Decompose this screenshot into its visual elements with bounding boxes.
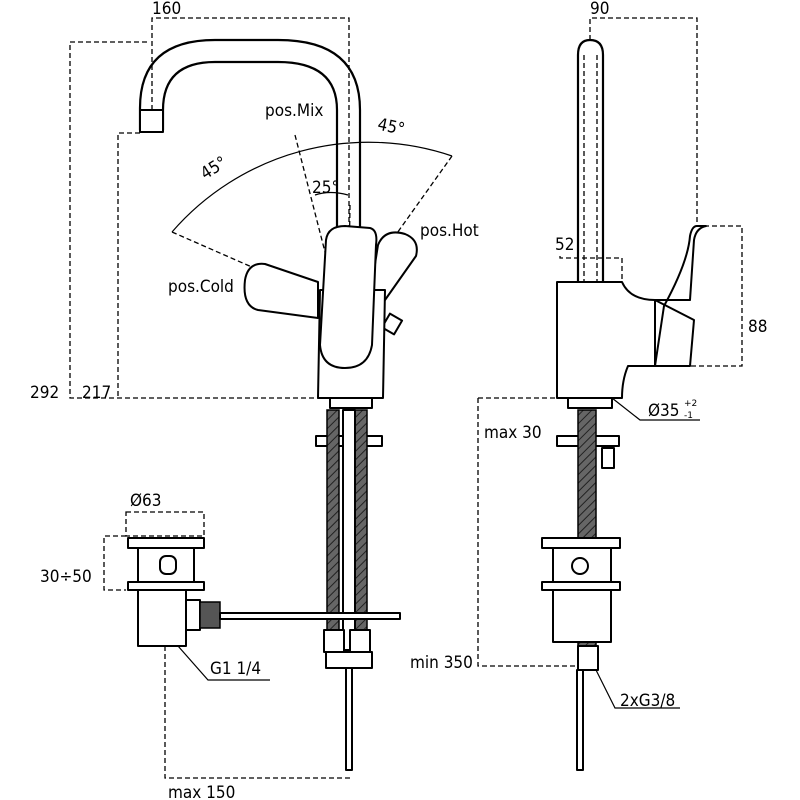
- lever-side: [654, 225, 707, 367]
- dim-label-88: 88: [748, 317, 767, 337]
- tilt-arc: [314, 191, 349, 196]
- hose-nut: [325, 651, 373, 669]
- hose-connector-side: [577, 645, 599, 671]
- front-view: 160 292 217 pos.Mix pos.Hot pos.Cold 45°…: [30, 0, 479, 800]
- rod-nut: [199, 601, 221, 629]
- pop-up-rod: [345, 667, 353, 771]
- lever-hot-position: [369, 231, 418, 301]
- mixer-body-side: [556, 281, 656, 399]
- leader-g38: [595, 669, 680, 709]
- base-plate-side: [567, 397, 613, 409]
- pop-up-rod-side: [576, 669, 584, 771]
- base-plate: [329, 397, 373, 409]
- lever-cold-position: [243, 262, 319, 319]
- angle-label-right: 45°: [376, 115, 407, 140]
- dim-label-max150: max 150: [168, 783, 235, 800]
- waste-tail: [137, 589, 187, 647]
- spout-channel: [583, 55, 598, 282]
- waste-plug: [159, 555, 177, 575]
- dim-line-90: [589, 17, 698, 225]
- dim-label-52: 52: [555, 235, 574, 255]
- dim-label-d35-lower: -1: [684, 411, 693, 421]
- dim-label-g38: 2xG3/8: [620, 691, 675, 711]
- hot-stop: [380, 312, 404, 336]
- rod-guide: [185, 599, 201, 631]
- dim-line-52: [559, 256, 623, 282]
- dim-label-292: 292: [30, 383, 59, 403]
- aerator: [139, 109, 164, 133]
- waste-tail-side: [552, 589, 612, 643]
- waste-plug-side: [571, 557, 589, 575]
- dim-line-217: [117, 132, 140, 398]
- waste-cap: [127, 537, 205, 549]
- dim-box-63: [125, 511, 205, 537]
- lift-rod: [219, 612, 401, 620]
- dim-label-30-50: 30÷50: [40, 567, 92, 587]
- hose-connector-left: [323, 629, 345, 653]
- waste-flange: [127, 581, 205, 591]
- mixer-lever: [319, 225, 378, 369]
- leader-g114: [177, 645, 270, 681]
- fixing-nut-side: [601, 447, 615, 469]
- waste-flange-side: [541, 581, 621, 591]
- dim-label-g114: G1 1/4: [210, 659, 261, 679]
- label-pos-mix: pos.Mix: [265, 101, 323, 121]
- hose-connector-right: [349, 629, 371, 653]
- dim-label-d35: Ø35: [648, 401, 680, 421]
- spout: [138, 38, 362, 232]
- angle-label-left: 45°: [197, 153, 231, 184]
- spout-side: [576, 38, 605, 284]
- dim-line-waste-range: [103, 535, 126, 591]
- hose-left: [326, 409, 340, 631]
- dim-label-63: Ø63: [130, 491, 162, 511]
- lever-arc: [171, 141, 453, 233]
- dim-label-d35-upper: +2: [684, 399, 697, 409]
- dim-label-max30: max 30: [484, 423, 542, 443]
- hose-right: [354, 409, 368, 631]
- leader-d35: [611, 397, 700, 421]
- dim-line-88: [690, 225, 743, 367]
- dim-label-160: 160: [152, 0, 181, 19]
- mix-axis: [294, 134, 346, 331]
- dim-line-292: [69, 41, 320, 399]
- dim-line-160: [151, 17, 350, 260]
- waste-cap-side: [541, 537, 621, 549]
- label-pos-hot: pos.Hot: [420, 221, 479, 241]
- dim-line-max150: [164, 646, 350, 779]
- side-view: 90 52 88 Ø35 +2 -1 max 30 min 350 2xG3/8: [410, 0, 767, 771]
- dim-label-217: 217: [82, 383, 111, 403]
- label-pos-cold: pos.Cold: [168, 277, 234, 297]
- angle-label-tilt: 25°: [312, 178, 339, 198]
- dim-label-min350: min 350: [410, 653, 473, 673]
- dim-line-min350: [477, 398, 578, 667]
- dim-label-90: 90: [590, 0, 609, 19]
